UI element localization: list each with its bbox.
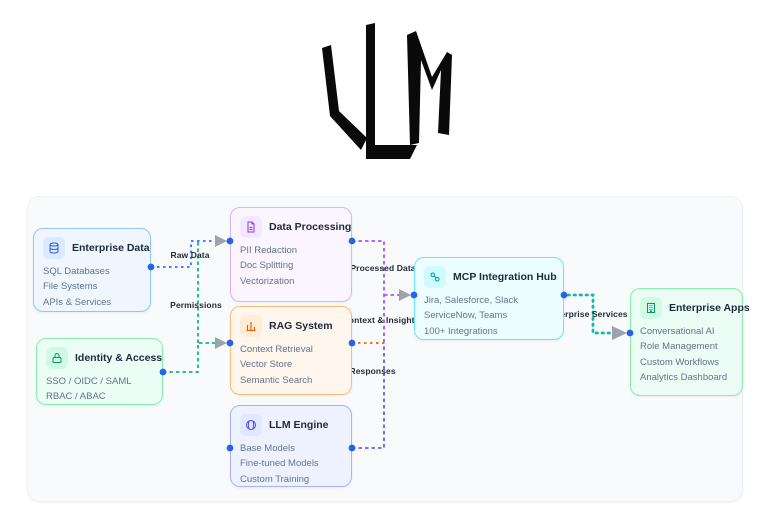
node-item: Custom Training <box>240 473 310 485</box>
edge-label-raw-data: Raw Data <box>170 250 210 260</box>
logo-letter-m <box>407 31 452 145</box>
edge-label-processed-data: Processed Data <box>350 263 416 273</box>
lock-icon <box>46 347 68 369</box>
node-header: RAG System <box>240 315 342 337</box>
node-item: Vector Store <box>240 359 293 371</box>
edge-label-context-insights: Context & Insights <box>342 315 420 325</box>
logo-letter-l2 <box>366 23 417 159</box>
node-header: Data Processing <box>240 216 351 238</box>
node-item: Role Management <box>640 341 718 353</box>
node-item: Context Retrieval <box>240 344 313 355</box>
node-title: RAG System <box>269 320 333 332</box>
node-item: File Systems <box>43 281 98 293</box>
node-item: Base Models <box>240 443 295 454</box>
node-title: MCP Integration Hub <box>453 271 557 283</box>
node-item: ServiceNow, Teams <box>424 310 508 322</box>
node-item: Custom Workflows <box>640 356 720 368</box>
node-item: SQL Databases <box>43 266 110 277</box>
node-header: MCP Integration Hub <box>424 266 557 288</box>
node-title: Data Processing <box>269 221 352 233</box>
document-icon <box>240 216 262 238</box>
database-icon <box>43 237 65 259</box>
node-title: LLM Engine <box>269 419 329 431</box>
brain-icon <box>240 414 262 436</box>
node-item: Semantic Search <box>240 374 313 386</box>
node-header: Enterprise Data <box>43 237 150 259</box>
edge-label-permissions: Permissions <box>170 300 222 310</box>
node-item: Analytics Dashboard <box>640 372 728 384</box>
node-item: Jira, Salesforce, Slack <box>424 295 518 306</box>
node-header: LLM Engine <box>240 414 342 436</box>
node-header: Enterprise Apps <box>640 297 750 319</box>
node-item: SSO / OIDC / SAML <box>46 376 132 387</box>
node-item: 100+ Integrations <box>424 325 498 337</box>
node-item: APIs & Services <box>43 296 112 308</box>
building-icon <box>640 297 662 319</box>
node-item: Conversational AI <box>640 326 715 337</box>
node-item: Vectorization <box>240 275 295 287</box>
node-title: Enterprise Apps <box>669 302 750 314</box>
node-item: Doc Splitting <box>240 260 294 272</box>
node-item: PII Redaction <box>240 245 298 256</box>
node-item: Fine-tuned Models <box>240 458 319 470</box>
node-header: Identity & Access <box>46 347 162 369</box>
bar-chart-icon <box>240 315 262 337</box>
link-icon <box>424 266 446 288</box>
node-title: Identity & Access <box>75 352 163 364</box>
node-title: Enterprise Data <box>72 242 150 254</box>
logo-letter-l1 <box>322 45 367 150</box>
llm-logo <box>322 23 452 159</box>
node-item: RBAC / ABAC <box>46 391 106 403</box>
